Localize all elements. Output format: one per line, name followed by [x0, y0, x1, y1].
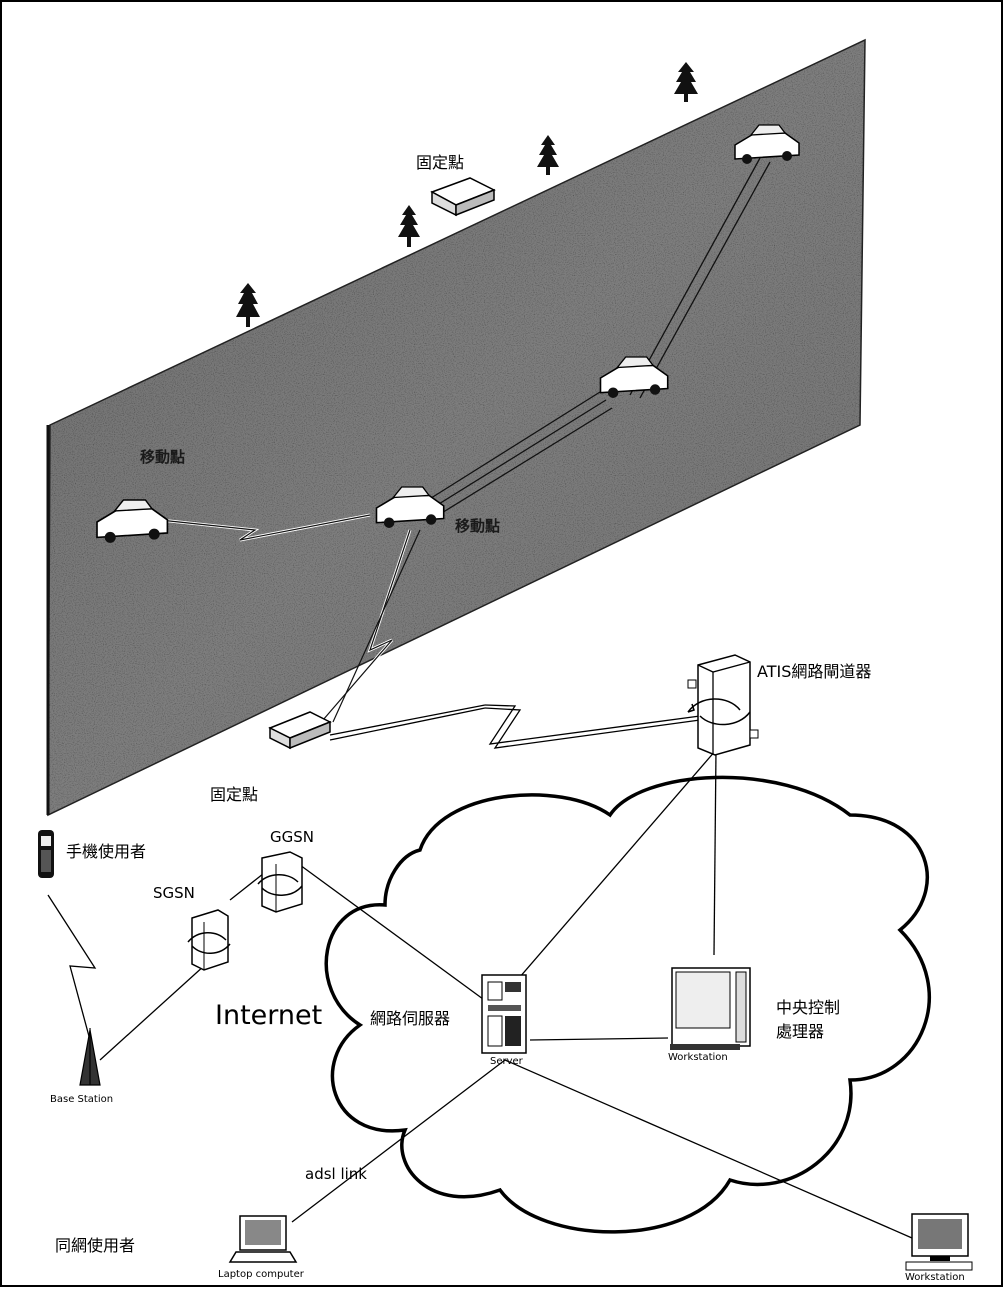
tree-icon [236, 283, 260, 327]
corner-workstation-icon [906, 1214, 972, 1270]
wireless-link-to-gateway [330, 705, 700, 748]
central-processor-label-line1: 中央控制 [776, 994, 840, 1018]
server-label: Server [490, 1056, 523, 1067]
ggsn-label: GGSN [270, 828, 314, 846]
fixed-point-device-icon [270, 712, 330, 748]
server-icon [482, 975, 526, 1053]
fixed-point-top-label: 固定點 [416, 149, 464, 173]
internet-label: Internet [215, 1000, 322, 1031]
mobile-point-left-label: 移動點 [140, 446, 185, 467]
workstation-center-label: Workstation [668, 1052, 728, 1063]
laptop-computer-label: Laptop computer [218, 1269, 304, 1280]
base-station-label: Base Station [50, 1094, 113, 1105]
base-station-tower-icon [80, 1028, 100, 1085]
atis-gateway-icon [688, 655, 758, 755]
fixed-point-device-icon [432, 178, 494, 215]
mobile-phone-icon [38, 830, 54, 878]
workstation-corner-label: Workstation [905, 1272, 965, 1283]
laptop-icon [230, 1216, 296, 1262]
tree-icon [537, 135, 559, 175]
central-processor-label-line2: 處理器 [776, 1018, 824, 1042]
ggsn-router-icon [258, 852, 302, 912]
tree-icon [674, 62, 698, 102]
central-workstation-icon [670, 968, 750, 1050]
tree-icon [398, 205, 420, 247]
atis-gateway-label: ATIS網路閘道器 [757, 658, 871, 682]
network-server-label: 網路伺服器 [370, 1005, 450, 1029]
phone-user-label: 手機使用者 [66, 838, 146, 862]
adsl-link-label: adsl link [305, 1165, 367, 1183]
fixed-point-bottom-label: 固定點 [210, 781, 258, 805]
web-user-label: 同網使用者 [55, 1232, 135, 1256]
mobile-point-mid-label: 移動點 [455, 515, 500, 536]
sgsn-label: SGSN [153, 884, 195, 902]
sgsn-router-icon [188, 910, 230, 970]
